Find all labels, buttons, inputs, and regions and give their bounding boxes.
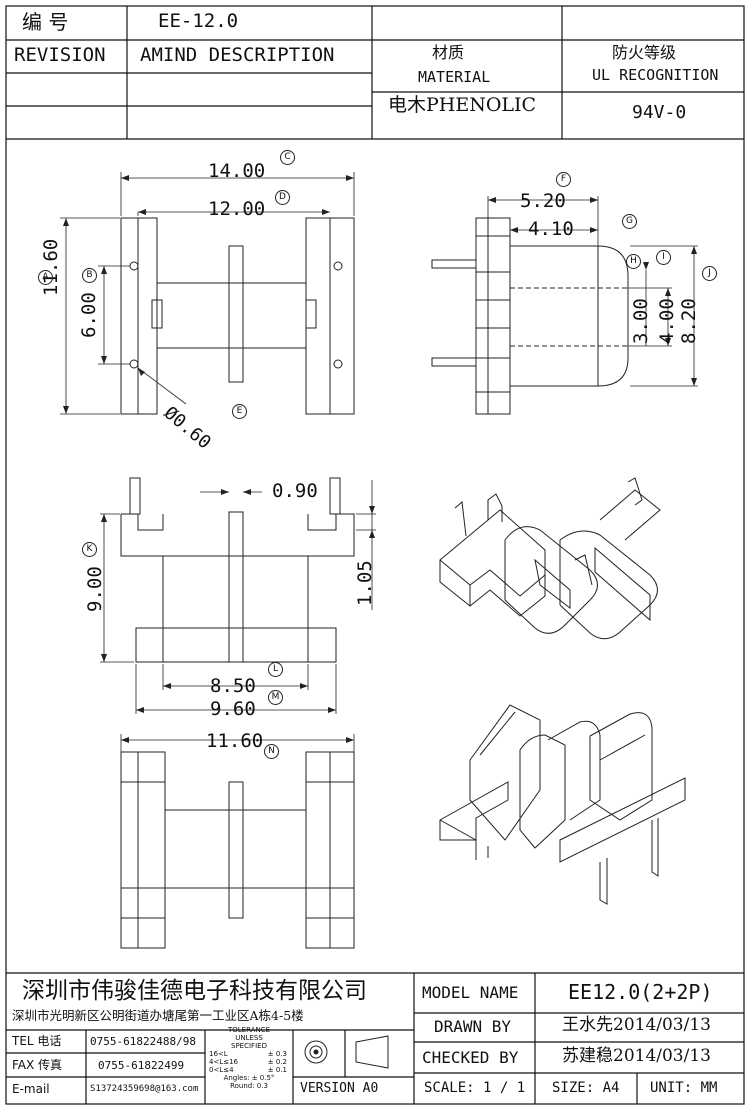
model-name-label: MODEL NAME: [422, 983, 519, 1002]
dim-width-9-60: 9.60: [210, 698, 256, 720]
checked-by-label: CHECKED BY: [422, 1048, 519, 1067]
tag-i: I: [656, 250, 671, 265]
tolerance-round: Round: 0.3: [230, 1082, 268, 1090]
ul-label-cn: 防火等级: [612, 43, 677, 62]
dim-width-inner: 12.00: [208, 198, 266, 220]
dim-width-11-60: 11.60: [206, 730, 264, 752]
tag-c: C: [280, 150, 295, 165]
tag-j: J: [702, 266, 717, 281]
tag-a: A: [38, 270, 53, 285]
code-value: EE-12.0: [158, 10, 239, 32]
top-view: [120, 734, 355, 949]
dim-pin-span: 6.00: [78, 292, 100, 338]
tolerance-title: TOLERANCE: [227, 1026, 271, 1034]
tag-h: H: [626, 254, 641, 269]
tolerance-table: TOLERANCE UNLESS SPECIFIED 16<L± 0.3 4<L…: [205, 1026, 293, 1090]
tag-l: L: [268, 662, 283, 677]
company-name: 深圳市伟骏佳德电子科技有限公司: [22, 978, 367, 1004]
email-value: S13724359698@163.com: [90, 1084, 199, 1094]
version: VERSION A0: [300, 1081, 379, 1096]
scale: SCALE: 1 / 1: [424, 1080, 526, 1096]
front-view: [60, 172, 355, 415]
material-value: 电木PHENOLIC: [388, 94, 537, 116]
email-label: E-mail: [12, 1082, 50, 1096]
tag-b: B: [82, 268, 97, 283]
side-view: [431, 196, 698, 415]
tag-d: D: [275, 190, 290, 205]
company-address: 深圳市光明新区公明街道办塘尾第一工业区A栋4-5楼: [12, 1008, 304, 1023]
dim-side-4-00: 4.00: [656, 298, 678, 344]
bottom-view: [100, 477, 376, 714]
tel-label: TEL 电话: [12, 1034, 62, 1048]
drawn-by-value: 王水先2014/03/13: [562, 1015, 711, 1035]
code-label: 编 号: [22, 10, 69, 34]
tel-value: 0755-61822488/98: [90, 1035, 196, 1048]
tag-k: K: [82, 542, 97, 557]
tolerance-unless: UNLESS: [235, 1034, 263, 1042]
drawn-by-label: DRAWN BY: [434, 1017, 512, 1036]
checked-by-value: 苏建稳2014/03/13: [562, 1046, 711, 1066]
tag-n: N: [264, 744, 279, 759]
dim-side-4-10: 4.10: [528, 218, 574, 240]
projection-symbol: [304, 1035, 389, 1069]
dim-step-1-05: 1.05: [354, 560, 376, 606]
fax-value: 0755-61822499: [98, 1059, 185, 1072]
amind-description-label: AMIND DESCRIPTION: [140, 44, 335, 66]
ul-value: 94V-0: [632, 102, 687, 123]
dim-height-9-00: 9.00: [84, 566, 106, 612]
dim-width-8-50: 8.50: [210, 675, 256, 697]
dim-width-total: 14.00: [208, 160, 266, 182]
model-name-value: EE12.0(2+2P): [568, 980, 713, 1004]
tolerance-specified: SPECIFIED: [231, 1042, 267, 1050]
dim-height-total: 11.60: [40, 238, 62, 296]
material-label-en: MATERIAL: [418, 68, 491, 86]
unit: UNIT: MM: [650, 1080, 718, 1096]
tag-e: E: [232, 404, 247, 419]
dim-side-5-20: 5.20: [520, 190, 566, 212]
isometric-view-bottom: [439, 704, 686, 905]
size: SIZE: A4: [552, 1080, 620, 1096]
material-label-cn: 材质: [432, 43, 465, 62]
tag-f: F: [556, 172, 571, 187]
tolerance-row: 4<L≤16± 0.2: [209, 1058, 287, 1066]
fax-label: FAX 传真: [12, 1058, 63, 1072]
dim-slot-0-90: 0.90: [272, 480, 318, 502]
revision-label: REVISION: [14, 44, 106, 66]
dim-side-3-00: 3.00: [630, 298, 652, 344]
tolerance-row: 16<L± 0.3: [209, 1050, 287, 1058]
tag-g: G: [622, 214, 637, 229]
tolerance-row: 0<L≤4± 0.1: [209, 1066, 287, 1074]
tolerance-angles: Angles: ± 0.5°: [223, 1074, 275, 1082]
tag-m: M: [268, 690, 283, 705]
ul-label-en: UL RECOGNITION: [592, 66, 719, 84]
isometric-view-top: [439, 477, 661, 640]
dim-side-8-20: 8.20: [678, 298, 700, 344]
